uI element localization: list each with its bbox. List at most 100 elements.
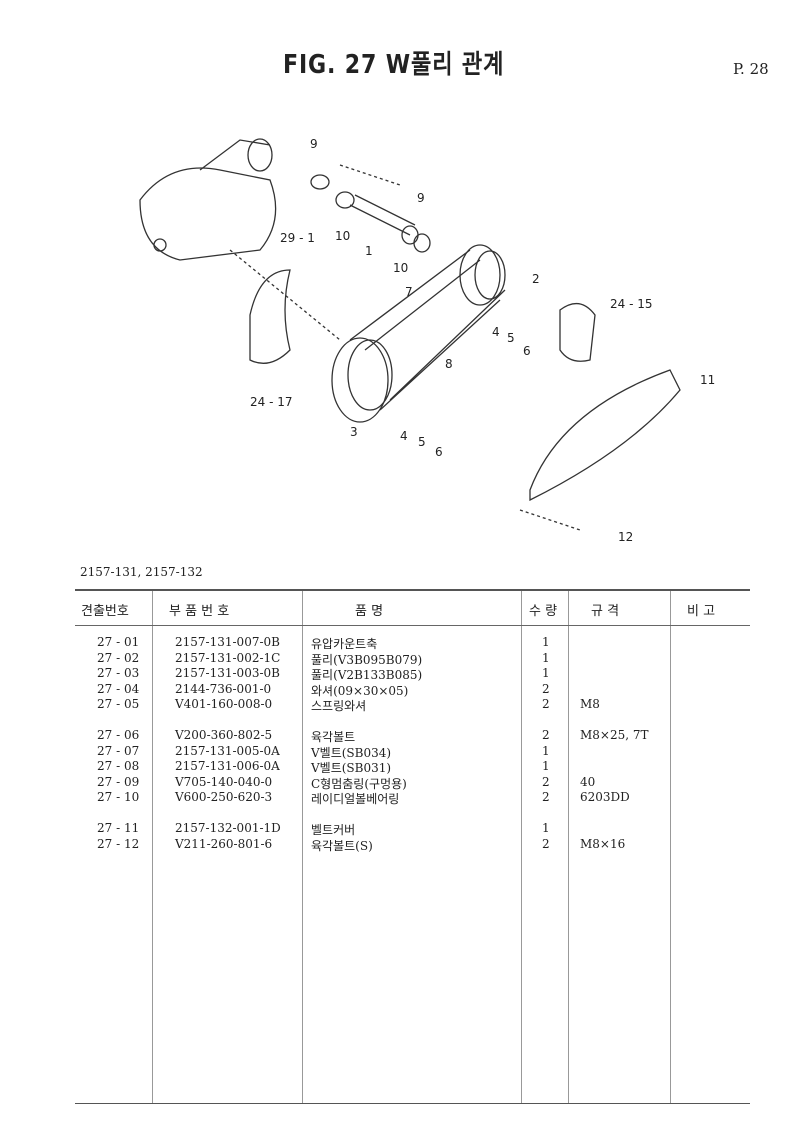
quantity: 2 xyxy=(542,836,550,851)
ref-no: 27 - 06 xyxy=(97,728,140,742)
table-row: 27 - 09 V705-140-040-0 C형멈춤링(구멍용) 2 40 xyxy=(75,775,750,791)
housing-drawing xyxy=(139,138,277,261)
callout-label: 5 xyxy=(418,435,426,449)
part-name: V벨트(SB034) xyxy=(311,745,392,760)
part-name: 벨트커버 xyxy=(311,823,356,837)
ref-no: 27 - 07 xyxy=(97,743,140,758)
quantity: 2 xyxy=(542,790,550,804)
table-row: 27 - 06 V200-360-802-5 육각볼트 2 M8×25, 7T xyxy=(75,728,750,744)
quantity: 2 xyxy=(542,697,550,711)
spec: 6203DD xyxy=(580,790,630,804)
figure-title: FIG. 27 W풀리 관계 xyxy=(283,50,505,80)
callout-label: 6 xyxy=(435,445,443,459)
ref-no: 27 - 08 xyxy=(97,759,140,773)
parts-table: 견출번호 부 품 번 호 품 명 수 량 규 격 비 고 27 - 01 2157… xyxy=(75,589,750,1104)
callout-label: 4 xyxy=(492,325,500,339)
quantity: 1 xyxy=(542,635,550,649)
part-number: 2157-131-002-1C xyxy=(175,650,281,665)
exploded-parts-diagram: 9 9 10 10 1 29 - 1 2 7 24 - 15 4 5 6 8 1… xyxy=(139,137,715,544)
quantity: 1 xyxy=(542,743,550,758)
callout-label: 4 xyxy=(400,429,408,443)
belt-cover-right xyxy=(529,303,681,502)
table-row: 27 - 05 V401-160-008-0 스프링와셔 2 M8 xyxy=(75,697,750,713)
header-spec: 규 격 xyxy=(591,604,620,619)
quantity: 1 xyxy=(542,759,550,773)
part-number: 2157-131-006-0A xyxy=(175,759,280,773)
ref-no: 27 - 05 xyxy=(97,697,140,711)
ref-no: 27 - 03 xyxy=(97,666,140,680)
ref-no: 27 - 10 xyxy=(97,790,140,804)
quantity: 2 xyxy=(542,681,550,696)
ref-no: 27 - 11 xyxy=(97,821,140,835)
part-name: 스프링와셔 xyxy=(311,699,367,713)
spec: M8×25, 7T xyxy=(580,728,649,742)
callout-label: 11 xyxy=(700,373,715,387)
shaft-drawing xyxy=(310,174,431,253)
part-name: 풀리(V2B133B085) xyxy=(311,668,423,682)
part-number: V600-250-620-3 xyxy=(175,790,273,804)
part-number: 2157-131-005-0A xyxy=(175,743,280,758)
part-number: 2157-132-001-1D xyxy=(175,821,281,835)
table-row: 27 - 03 2157-131-003-0B 풀리(V2B133B085) 1 xyxy=(75,666,750,682)
part-name: V벨트(SB031) xyxy=(311,761,392,775)
callout-label: 12 xyxy=(618,530,633,544)
callout-label: 8 xyxy=(445,357,453,371)
table-row: 27 - 08 2157-131-006-0A V벨트(SB031) 1 xyxy=(75,759,750,775)
belt-cover-left xyxy=(249,269,291,364)
part-name: C형멈춤링(구멍용) xyxy=(311,776,407,791)
header-part-no: 부 품 번 호 xyxy=(169,604,230,619)
table-header: 견출번호 부 품 번 호 품 명 수 량 규 격 비 고 xyxy=(75,591,750,626)
part-name: 육각볼트 xyxy=(311,730,356,744)
table-row: 27 - 10 V600-250-620-3 레이디얼볼베어링 2 6203DD xyxy=(75,790,750,806)
callout-label: 7 xyxy=(405,285,413,299)
model-numbers: 2157-131, 2157-132 xyxy=(80,565,203,579)
header-remarks: 비 고 xyxy=(687,604,716,619)
part-number: V401-160-008-0 xyxy=(175,697,273,711)
ref-no: 27 - 04 xyxy=(97,681,140,696)
spec: 40 xyxy=(580,774,596,789)
ref-no: 27 - 12 xyxy=(97,836,140,851)
quantity: 2 xyxy=(542,728,550,742)
ref-no: 27 - 02 xyxy=(97,650,140,665)
table-row: 27 - 07 2157-131-005-0A V벨트(SB034) 1 xyxy=(75,744,750,760)
part-name: 와셔(09×30×05) xyxy=(311,683,409,698)
page-number: P. 28 xyxy=(733,60,769,78)
callout-label: 5 xyxy=(507,331,515,345)
quantity: 2 xyxy=(542,774,550,789)
pulleys-and-belts xyxy=(331,244,506,423)
callout-label: 10 xyxy=(393,261,408,275)
callout-label: 9 xyxy=(310,137,318,151)
callout-label: 24 - 15 xyxy=(610,297,653,311)
quantity: 1 xyxy=(542,650,550,665)
table-row: 27 - 04 2144-736-001-0 와셔(09×30×05) 2 xyxy=(75,682,750,698)
ref-no: 27 - 01 xyxy=(97,635,140,649)
callout-label: 6 xyxy=(523,344,531,358)
ref-no: 27 - 09 xyxy=(97,774,140,789)
callout-label: 29 - 1 xyxy=(280,231,315,245)
part-name: 레이디얼볼베어링 xyxy=(311,792,400,806)
callout-label: 1 xyxy=(365,244,373,258)
quantity: 1 xyxy=(542,666,550,680)
spec: M8 xyxy=(580,697,600,711)
callout-label: 10 xyxy=(335,229,350,243)
part-number: 2157-131-003-0B xyxy=(175,666,280,680)
spec: M8×16 xyxy=(580,836,626,851)
part-number: 2157-131-007-0B xyxy=(175,635,280,649)
table-row: 27 - 01 2157-131-007-0B 유압카운트축 1 xyxy=(75,635,750,651)
part-number: 2144-736-001-0 xyxy=(175,681,272,696)
header-ref-no: 견출번호 xyxy=(81,604,129,619)
callout-label: 9 xyxy=(417,191,425,205)
callout-label: 3 xyxy=(350,425,358,439)
header-part-name: 품 명 xyxy=(355,604,384,619)
part-number: V200-360-802-5 xyxy=(175,728,273,742)
callout-label: 24 - 17 xyxy=(250,395,293,409)
part-name: 유압카운트축 xyxy=(311,637,378,651)
header-qty: 수 량 xyxy=(529,604,558,619)
part-number: V705-140-040-0 xyxy=(175,774,273,789)
part-name: 육각볼트(S) xyxy=(311,838,373,853)
callout-label: 2 xyxy=(532,272,540,286)
